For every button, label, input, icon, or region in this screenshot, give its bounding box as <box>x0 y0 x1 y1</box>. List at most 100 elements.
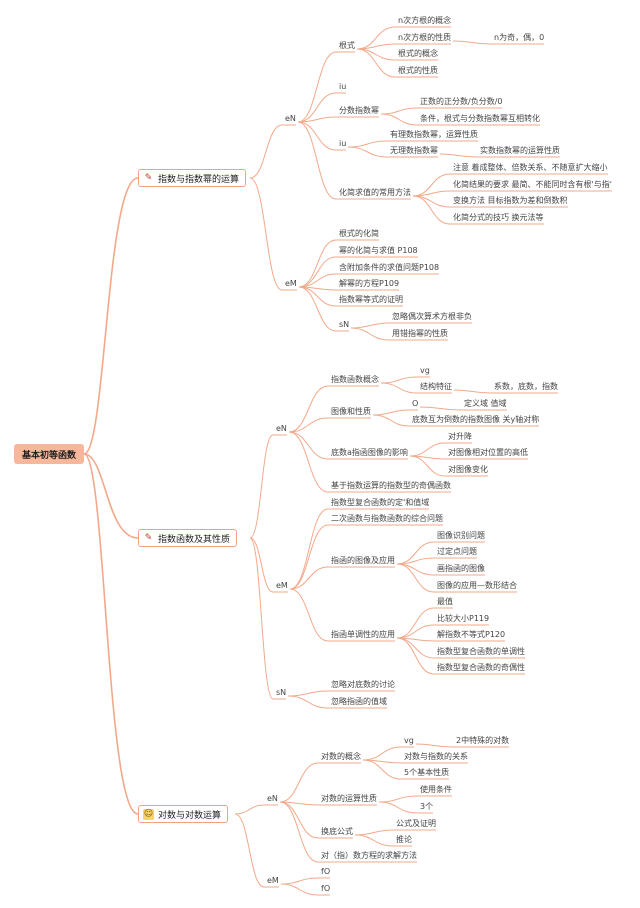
topic-n32[interactable]: vg <box>420 366 430 375</box>
topic-n27[interactable]: sN <box>339 320 350 329</box>
topic-n64[interactable]: 2中特殊的对数 <box>456 736 510 745</box>
topic-n75[interactable]: fO <box>321 867 331 876</box>
section-exponential-function[interactable]: ✎ 指数函数及其性质 <box>138 529 238 547</box>
topic-n23[interactable]: 幂的化简与求值 P108 <box>339 246 418 255</box>
connector-line <box>297 51 355 123</box>
topic-n56[interactable]: 指数型复合函数的单调性 <box>437 647 525 656</box>
topic-n2[interactable]: 根式 <box>339 41 355 50</box>
topic-n35[interactable]: 图像和性质 <box>331 407 371 416</box>
topic-n63[interactable]: vg <box>404 736 414 745</box>
topic-n52[interactable]: 指函单调性的应用 <box>331 630 395 639</box>
topic-n24[interactable]: 含附加条件的求值问题P108 <box>339 263 440 272</box>
topic-n54[interactable]: 比较大小P119 <box>437 614 490 623</box>
topic-n65[interactable]: 对数与指数的关系 <box>404 752 468 761</box>
topic-n12[interactable]: iu <box>339 139 347 148</box>
connector-line <box>409 442 472 457</box>
topic-n47[interactable]: 指函的图像及应用 <box>331 556 395 565</box>
connector-line <box>289 508 429 590</box>
connector-line <box>356 26 451 50</box>
topic-n4[interactable]: n次方根的性质 <box>398 33 452 42</box>
topic-n48[interactable]: 图像识别问题 <box>437 531 485 540</box>
topic-n59[interactable]: 忽略对底数的讨论 <box>331 680 395 689</box>
connector-line <box>289 566 395 590</box>
topic-n18[interactable]: 化简结果的要求 最简、不能同时含有根'与指' <box>453 180 612 189</box>
topic-n5[interactable]: n为奇，偶，0 <box>494 33 545 42</box>
section-logarithm-operations[interactable]: ☺ 对数与对数运算 <box>138 805 229 823</box>
topic-n49[interactable]: 过定点问题 <box>437 547 477 556</box>
topic-n37[interactable]: 定义域 值域 <box>464 399 507 408</box>
topic-n50[interactable]: 画指函的图像 <box>437 564 485 573</box>
connector-line <box>354 829 436 836</box>
topic-n3[interactable]: n次方根的概念 <box>398 16 452 25</box>
connector-line <box>298 239 379 288</box>
topic-n31[interactable]: 指数函数概念 <box>331 375 379 384</box>
connector-line <box>279 801 417 863</box>
topic-n22[interactable]: 根式的化简 <box>339 229 379 238</box>
topic-n40[interactable]: 对升降 <box>448 432 472 441</box>
topic-n68[interactable]: 使用条件 <box>420 785 452 794</box>
section-label: 对数与对数运算 <box>158 810 222 821</box>
topic-n11[interactable]: 条件，根式与分数指数幂互相转化 <box>420 114 540 123</box>
root-node[interactable]: 基本初等函数 <box>14 444 84 464</box>
topic-n7[interactable]: 根式的性质 <box>398 66 438 75</box>
topic-n38[interactable]: 底数互为倒数的指数图像 关y轴对称 <box>412 415 540 424</box>
connector-line <box>372 414 539 427</box>
topic-n44[interactable]: eM <box>276 581 288 590</box>
topic-n58[interactable]: sN <box>276 688 287 697</box>
topic-n41[interactable]: 对图像相对位置的高低 <box>448 448 528 457</box>
topic-n10[interactable]: 正数的正分数/负分数/0 <box>420 97 503 106</box>
connector-line <box>350 327 448 341</box>
topic-n29[interactable]: 用错指幂的性质 <box>392 329 448 338</box>
topic-n62[interactable]: 对数的概念 <box>321 752 361 761</box>
face-icon: ☺ <box>143 808 154 820</box>
topic-n69[interactable]: 3个 <box>420 802 434 811</box>
topic-n73[interactable]: 对（指）数方程的求解方法 <box>321 851 417 860</box>
topic-n67[interactable]: 对数的运算性质 <box>321 794 377 803</box>
topic-n42[interactable]: 对图像变化 <box>448 465 488 474</box>
topic-n1[interactable]: eN <box>285 114 296 123</box>
topic-n25[interactable]: 解幂的方程P109 <box>339 279 400 288</box>
topic-n13[interactable]: 有理数指数幂，运算性质 <box>390 130 478 139</box>
topic-n72[interactable]: 推论 <box>396 835 412 844</box>
topic-n17[interactable]: 注意 着成整体、倍数关系、不随意扩大缩小 <box>453 163 608 172</box>
topic-n45[interactable]: 指数型复合函数的定'和值域 <box>331 498 430 507</box>
connector-line <box>249 537 286 700</box>
section-exponent-operations[interactable]: ✎ 指数与指数幂的运算 <box>138 169 247 187</box>
topic-n19[interactable]: 变换方法 目标指数为差和倒数积 <box>453 196 568 205</box>
connector-line <box>297 92 346 123</box>
topic-n30[interactable]: eN <box>276 424 287 433</box>
topic-n15[interactable]: 实数指数幂的运算性质 <box>480 146 560 155</box>
topic-n28[interactable]: 忽略偶次算术方根非负 <box>392 312 472 321</box>
topic-n71[interactable]: 公式及证明 <box>396 819 436 828</box>
connector-line <box>83 453 139 815</box>
topic-n39[interactable]: 底数a指函图像的影响 <box>331 448 408 457</box>
connector-line <box>380 113 540 126</box>
connector-line <box>362 759 449 780</box>
topic-n53[interactable]: 最值 <box>437 597 453 606</box>
topic-n66[interactable]: 5个基本性质 <box>404 768 450 777</box>
topic-n43[interactable]: 基于指数运算的指数型的奇偶函数 <box>331 481 451 490</box>
topic-n14[interactable]: 无理数指数幂 <box>390 146 438 155</box>
connector-line <box>419 406 507 411</box>
topic-n6[interactable]: 根式的概念 <box>398 49 438 58</box>
topic-n8[interactable]: iu <box>339 82 347 91</box>
topic-n60[interactable]: 忽略指函的值域 <box>331 697 387 706</box>
topic-n36[interactable]: O <box>412 399 419 408</box>
topic-n21[interactable]: eM <box>285 279 297 288</box>
topic-n51[interactable]: 图像的应用—数形结合 <box>437 581 517 590</box>
topic-n9[interactable]: 分数指数幂 <box>339 106 379 115</box>
topic-n33[interactable]: 结构特征 <box>420 382 452 391</box>
topic-n20[interactable]: 化简分式的技巧 换元法等 <box>453 213 544 222</box>
connector-line <box>288 385 379 433</box>
topic-n74[interactable]: eM <box>267 876 279 885</box>
connector-line <box>297 121 346 151</box>
topic-n16[interactable]: 化简求值的常用方法 <box>339 188 411 197</box>
topic-n34[interactable]: 系数，底数，指数 <box>494 382 558 391</box>
topic-n70[interactable]: 换底公式 <box>321 827 353 836</box>
topic-n61[interactable]: eN <box>267 794 278 803</box>
topic-n76[interactable]: fO <box>321 884 331 893</box>
topic-n26[interactable]: 指数幂等式的证明 <box>339 295 403 304</box>
topic-n57[interactable]: 指数型复合函数的奇偶性 <box>437 663 525 672</box>
topic-n55[interactable]: 解指数不等式P120 <box>437 630 506 639</box>
topic-n46[interactable]: 二次函数与指数函数的综合问题 <box>331 514 443 523</box>
